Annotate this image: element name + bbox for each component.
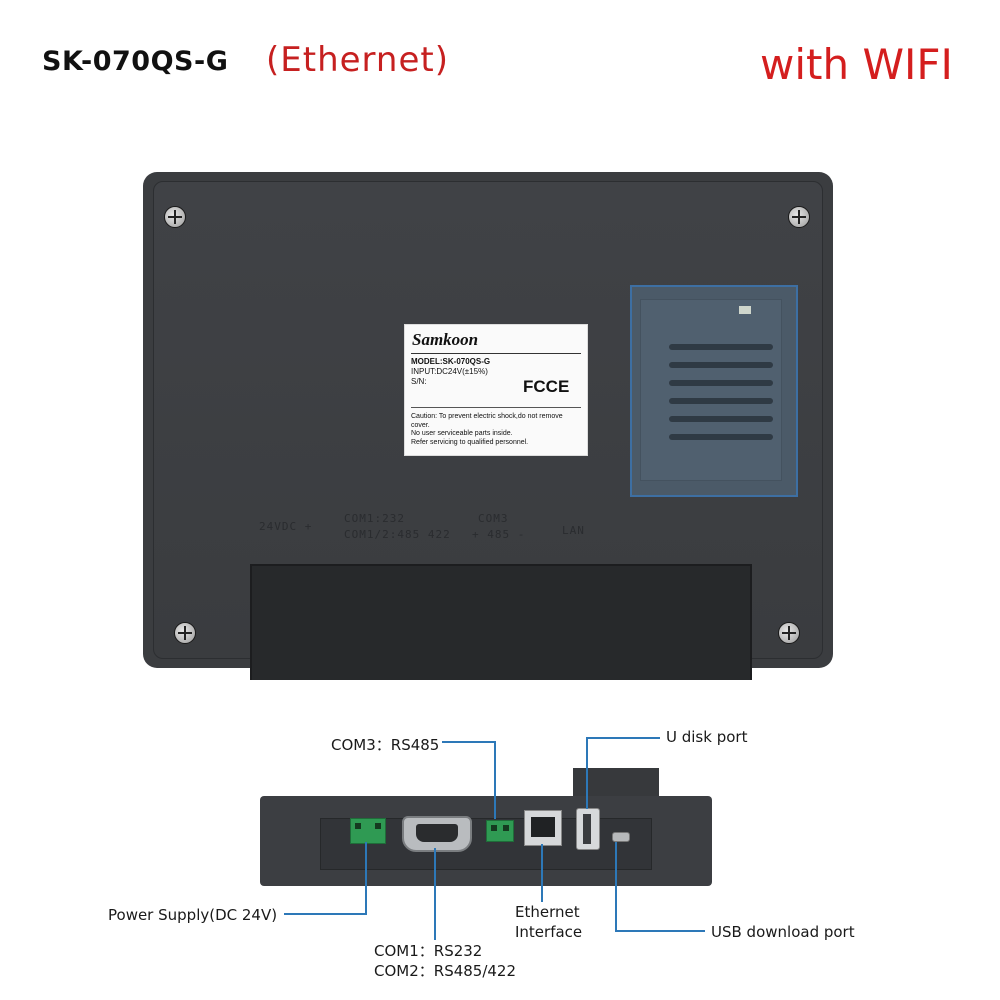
screw-icon — [778, 622, 800, 644]
screw-icon — [788, 206, 810, 228]
callout-line — [541, 844, 543, 902]
callout-ethernet-line2: Interface — [515, 923, 583, 941]
callout-line — [494, 741, 496, 819]
wifi-module — [630, 285, 798, 497]
callout-line — [586, 737, 660, 739]
power-terminal-icon — [350, 818, 386, 844]
label-divider — [411, 407, 581, 408]
connector-recess — [250, 564, 752, 680]
silk-lan: LAN — [562, 524, 585, 537]
label-caution: Caution: To prevent electric shock,do no… — [411, 413, 582, 447]
silk-com3-line2: + 485 - — [472, 528, 526, 541]
vent-slot — [669, 380, 773, 386]
vent-slot — [669, 398, 773, 404]
label-model: MODEL:SK-070QS-G — [411, 357, 491, 366]
callout-u-disk: U disk port — [666, 728, 748, 746]
silk-com12-line2: COM1/2:485 422 — [344, 528, 451, 541]
callout-usb-download: USB download port — [711, 923, 855, 941]
panel-inner-frame: Samkoon MODEL:SK-070QS-G INPUT:DC24V(±15… — [153, 181, 823, 680]
screw-icon — [174, 622, 196, 644]
wifi-indicator-icon — [739, 306, 751, 314]
callout-line — [615, 842, 617, 932]
label-divider — [411, 353, 581, 354]
db9-connector-icon — [402, 816, 472, 852]
caution-line: Caution: To prevent electric shock,do no… — [411, 413, 563, 429]
wifi-module-cover — [640, 299, 782, 481]
callout-com2: COM2：RS485/422 — [374, 962, 517, 980]
label-serial: S/N: — [411, 377, 427, 386]
label-input: INPUT:DC24V(±15%) — [411, 367, 488, 376]
usb-a-port-icon — [576, 808, 600, 850]
screw-icon — [164, 206, 186, 228]
vent-slot — [669, 416, 773, 422]
callout-line — [442, 741, 496, 743]
silk-com3-line1: COM3 — [478, 512, 509, 525]
callout-com1: COM1：RS232 — [374, 942, 483, 960]
callout-line — [365, 842, 367, 914]
device-back-panel: Samkoon MODEL:SK-070QS-G INPUT:DC24V(±15… — [143, 172, 833, 680]
vent-slot — [669, 434, 773, 440]
brand-name: Samkoon — [412, 330, 479, 349]
fcc-ce-mark-icon: FCCE — [523, 377, 570, 396]
wifi-feature-title: with WIFI — [760, 40, 953, 89]
silk-power: 24VDC + — [259, 520, 313, 533]
callout-line — [586, 737, 588, 809]
callout-line — [615, 930, 705, 932]
device-side-view — [260, 768, 728, 886]
callout-line — [434, 848, 436, 940]
callout-ethernet-line1: Ethernet — [515, 903, 580, 921]
caution-line: No user serviceable parts inside. — [411, 430, 513, 437]
device-nameplate-label: Samkoon MODEL:SK-070QS-G INPUT:DC24V(±15… — [404, 324, 588, 456]
vent-slot — [669, 362, 773, 368]
product-model-title: SK-070QS-G — [42, 46, 229, 77]
network-type-title: (Ethernet) — [266, 40, 449, 80]
vent-slot — [669, 344, 773, 350]
mini-usb-port-icon — [612, 832, 630, 842]
com3-terminal-icon — [486, 820, 514, 842]
callout-power: Power Supply(DC 24V) — [108, 906, 278, 924]
silk-com12-line1: COM1:232 — [344, 512, 405, 525]
caution-line: Refer servicing to qualified personnel. — [411, 438, 529, 446]
callout-com3: COM3：RS485 — [331, 736, 440, 754]
callout-line — [284, 913, 367, 915]
rj45-port-icon — [524, 810, 562, 846]
